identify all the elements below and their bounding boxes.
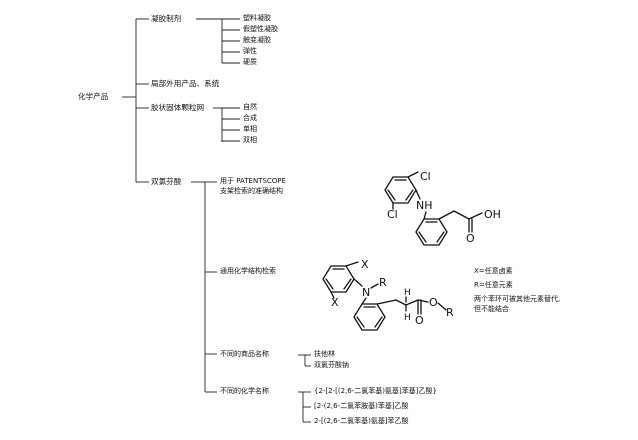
cl-top-atom: Cl [420,170,431,183]
chemname-item: [2-(2,6-二氯苯胺基)苯基]乙酸 [314,402,409,410]
carbonyl-o-atom-generic: O [415,314,424,327]
x-top-atom: X [361,258,369,271]
granule-item: 自然 [243,103,257,111]
nh-atom: NH [416,199,433,212]
legend-line: R=任意元素 [474,281,513,289]
gel-item: 触变凝胶 [243,36,271,44]
usage-line2: 支架检索的准确结构 [220,187,283,195]
chemnames-label: 不同的化学名称 [220,387,269,395]
chemname-item: {2-[2-[(2,6-二氯苯基)氨基]苯基]乙酸} [314,387,437,395]
gel-item: 假塑性凝胶 [243,25,278,33]
gel-item: 弹性 [243,47,257,55]
diclofenac-label: 双氯芬酸 [151,177,182,186]
cl-bottom-atom: Cl [387,208,398,221]
h-atom-2: H [404,313,411,323]
n-atom: N [362,286,370,299]
generic-search-label: 通用化学结构检索 [220,267,276,275]
r-n-atom: R [379,276,387,289]
carbonyl-o-atom: O [466,232,475,245]
granule-item: 双相 [243,136,257,144]
granule-label: 胶状固体颗粒网 [151,103,205,112]
granule-item: 单相 [243,125,257,133]
legend-line: 两个苯环可被其他元素替代, [474,295,561,303]
topical-label: 局部外用产品、系统 [151,79,220,88]
oh-atom: OH [484,208,501,221]
gel-item: 硬质 [243,58,257,66]
tradename-item: 扶他林 [314,350,335,358]
usage-line1: 用于 PATENTSCOPE [220,177,286,185]
gel-item: 塑料凝胶 [243,14,271,22]
root-label: 化学产品 [78,92,109,101]
ester-o-atom: O [429,296,438,309]
x-bottom-atom: X [331,296,339,309]
tradename-item: 双氯芬酸钠 [314,361,349,369]
gel-label: 凝胶制剂 [151,14,182,23]
legend-line: X=任意卤素 [474,267,513,275]
h-atom-1: H [404,288,411,298]
r-ester-atom: R [446,306,454,319]
chemname-item: 2-[(2,6-二氯苯基)氨基]苯乙酸 [314,417,409,425]
tradenames-label: 不同的商品名称 [220,350,269,358]
granule-item: 合成 [243,114,257,122]
legend-line: 但不能结合 [474,305,509,313]
